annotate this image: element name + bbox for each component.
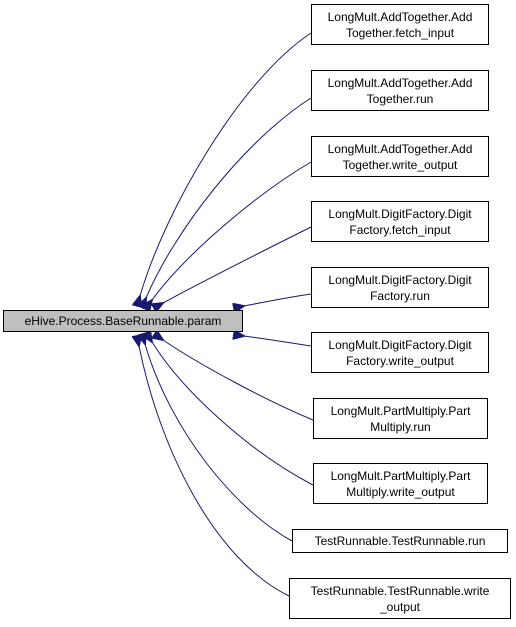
caller-node-line2: _output	[379, 599, 421, 614]
edge-addtogether-write-output	[152, 161, 312, 300]
caller-node-line2: Together.write_output	[342, 157, 458, 172]
caller-node-line2: Together.fetch_input	[345, 25, 455, 40]
caller-node-line1: TestRunnable.TestRunnable.run	[314, 534, 486, 548]
caller-node-testrunnable-write-output[interactable]: TestRunnable.TestRunnable.write _output	[289, 578, 511, 619]
edge-digitfactory-fetch-input	[163, 226, 312, 303]
edge-partmultiply-write-output	[152, 342, 314, 486]
caller-node-addtogether-fetch-input[interactable]: LongMult.AddTogether.Add Together.fetch_…	[311, 4, 489, 45]
caller-node-line1: LongMult.DigitFactory.Digit	[328, 272, 472, 287]
edge-digitfactory-run	[244, 293, 312, 306]
caller-node-digitfactory-run[interactable]: LongMult.DigitFactory.Digit Factory.run	[311, 267, 489, 308]
root-node-base-runnable-param: eHive.Process.BaseRunnable.param	[3, 310, 243, 332]
caller-node-line2: Together.run	[366, 91, 434, 106]
caller-node-line1: LongMult.DigitFactory.Digit	[328, 337, 472, 352]
edge-addtogether-run	[146, 97, 312, 298]
caller-node-line2: Multiply.run	[370, 419, 431, 434]
caller-node-line2: Factory.write_output	[346, 353, 454, 368]
caller-node-testrunnable-run[interactable]: TestRunnable.TestRunnable.run	[292, 529, 508, 553]
edge-addtogether-fetch-input	[140, 32, 312, 296]
caller-node-line1: TestRunnable.TestRunnable.write	[310, 583, 490, 598]
caller-node-digitfactory-fetch-input[interactable]: LongMult.DigitFactory.Digit Factory.fetc…	[311, 201, 489, 242]
caller-node-line1: LongMult.PartMultiply.Part	[330, 403, 471, 418]
caller-node-line1: LongMult.PartMultiply.Part	[330, 468, 471, 483]
caller-node-line2: Factory.fetch_input	[349, 222, 451, 237]
edge-digitfactory-write-output	[244, 336, 312, 347]
caller-node-addtogether-run[interactable]: LongMult.AddTogether.Add Together.run	[311, 70, 489, 111]
caller-node-line1: LongMult.DigitFactory.Digit	[328, 206, 472, 221]
edge-testrunnable-run	[145, 344, 293, 542]
caller-node-addtogether-write-output[interactable]: LongMult.AddTogether.Add Together.write_…	[311, 136, 489, 177]
caller-node-line1: LongMult.AddTogether.Add	[327, 9, 473, 24]
caller-node-line1: LongMult.AddTogether.Add	[327, 141, 473, 156]
caller-node-partmultiply-run[interactable]: LongMult.PartMultiply.Part Multiply.run	[313, 398, 488, 439]
caller-node-line1: LongMult.AddTogether.Add	[327, 75, 473, 90]
edge-testrunnable-write-output	[139, 346, 290, 597]
caller-node-line2: Factory.run	[370, 288, 430, 303]
root-node-label: eHive.Process.BaseRunnable.param	[24, 314, 222, 328]
caller-node-line2: Multiply.write_output	[346, 484, 455, 499]
caller-node-partmultiply-write-output[interactable]: LongMult.PartMultiply.Part Multiply.writ…	[313, 463, 488, 504]
edge-partmultiply-run	[163, 340, 314, 421]
caller-node-digitfactory-write-output[interactable]: LongMult.DigitFactory.Digit Factory.writ…	[311, 332, 489, 373]
